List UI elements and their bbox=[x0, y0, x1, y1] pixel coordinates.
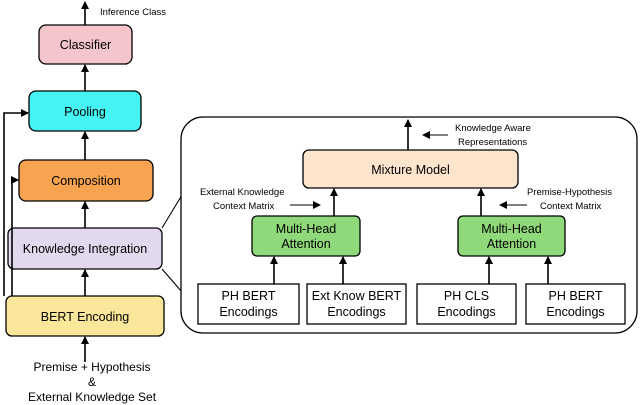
ph-context-line-2: Context Matrix bbox=[540, 201, 601, 212]
skip-to-composition bbox=[11, 176, 19, 296]
knowledge-aware-line-2: Representations bbox=[458, 137, 527, 148]
classifier-label: Classifier bbox=[60, 38, 111, 52]
mha-right-line-2: Attention bbox=[487, 237, 536, 251]
enc3-line-1: PH CLS bbox=[444, 289, 489, 303]
ph-context-line-1: Premise-Hypothesis bbox=[527, 187, 612, 198]
encoding-box-ph-bert-left bbox=[197, 283, 300, 325]
enc1-line-2: Encodings bbox=[219, 305, 277, 319]
inference-class-label: Inference Class bbox=[100, 7, 166, 18]
pooling-label: Pooling bbox=[64, 105, 106, 119]
detail-panel bbox=[180, 116, 638, 334]
mha-left-box bbox=[251, 215, 361, 257]
zoom-line-bottom bbox=[161, 268, 183, 293]
bert-encoding-label: BERT Encoding bbox=[41, 310, 130, 324]
mha-right-box bbox=[457, 215, 566, 257]
encoding-box-ph-bert-right bbox=[525, 283, 626, 325]
mha-left-line-2: Attention bbox=[281, 237, 330, 251]
enc4-line-2: Encodings bbox=[546, 305, 604, 319]
enc2-line-2: Encodings bbox=[327, 305, 385, 319]
enc2-line-1: Ext Know BERT bbox=[312, 289, 402, 303]
encoding-box-ph-cls bbox=[416, 283, 517, 325]
knowledge-integration-label: Knowledge Integration bbox=[23, 242, 147, 256]
input-line-3: External Knowledge Set bbox=[28, 390, 157, 404]
mixture-model-box bbox=[302, 149, 519, 189]
enc4-line-1: PH BERT bbox=[549, 289, 603, 303]
mha-left-line-1: Multi-Head bbox=[276, 222, 336, 236]
mixture-model-label: Mixture Model bbox=[371, 163, 450, 177]
input-line-2: & bbox=[88, 375, 96, 389]
mha-right-line-1: Multi-Head bbox=[481, 222, 541, 236]
ext-context-line-2: Context Matrix bbox=[213, 201, 274, 212]
zoom-line-top bbox=[161, 194, 183, 229]
skip-to-pooling bbox=[3, 109, 29, 296]
knowledge-aware-line-1: Knowledge Aware bbox=[455, 123, 531, 134]
enc1-line-1: PH BERT bbox=[222, 289, 276, 303]
input-line-1: Premise + Hypothesis bbox=[33, 360, 150, 374]
enc3-line-2: Encodings bbox=[437, 305, 495, 319]
composition-label: Composition bbox=[51, 174, 121, 188]
ext-context-line-1: External Knowledge bbox=[200, 187, 285, 198]
encoding-box-ext-know bbox=[306, 283, 407, 325]
